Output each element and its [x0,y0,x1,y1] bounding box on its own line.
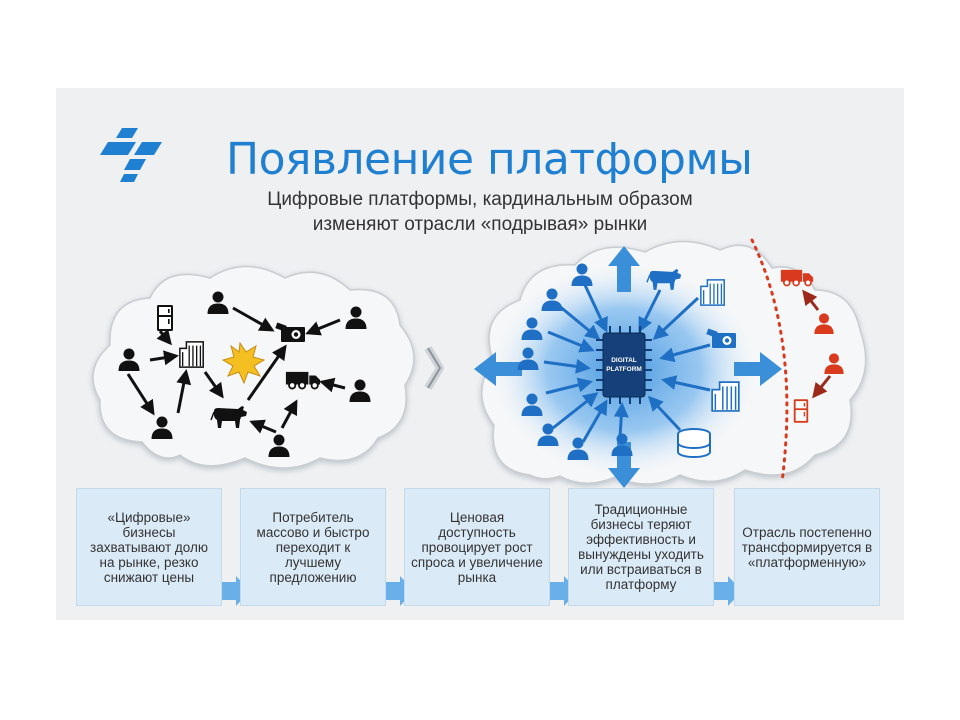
database-icon [677,428,711,458]
step-text: «Цифровые» бизнесы захватывают долю на р… [90,509,208,585]
logo-icon [100,128,162,182]
step-text: Традиционные бизнесы теряют эффективност… [578,502,704,592]
step-text: Потребитель массово и быстро переходит к… [256,509,370,585]
step-box-1: «Цифровые» бизнесы захватывают долю на р… [76,488,222,606]
step-text: Ценовая доступность провоцирует рост спр… [411,509,543,585]
explosion-icon [221,341,266,385]
chip-icon: DIGITAL PLATFORM [596,326,652,404]
page-title: Появление платформы [226,134,753,185]
fridge-icon [793,399,809,423]
step-box-2: Потребитель массово и быстро переходит к… [240,488,386,606]
step-text: Отрасль постепенно трансформируется в «п… [741,524,873,570]
chevron-right-icon [424,345,444,391]
truck-icon [780,268,814,287]
subtitle-line1: Цифровые платформы, кардинальным образом [267,189,693,210]
subtitle-line2: изменяют отрасли «подрывая» рынки [312,214,648,235]
outward-arrows [474,246,782,488]
fridge-icon [157,305,173,331]
chip-label-line2: PLATFORM [606,366,642,373]
step-box-5: Отрасль постепенно трансформируется в «п… [734,488,880,606]
step-box-4: Традиционные бизнесы теряют эффективност… [568,488,714,606]
chip-label-line1: DIGITAL [611,357,637,364]
disruption-boundary [750,238,789,484]
step-box-3: Ценовая доступность провоцирует рост спр… [404,488,550,606]
